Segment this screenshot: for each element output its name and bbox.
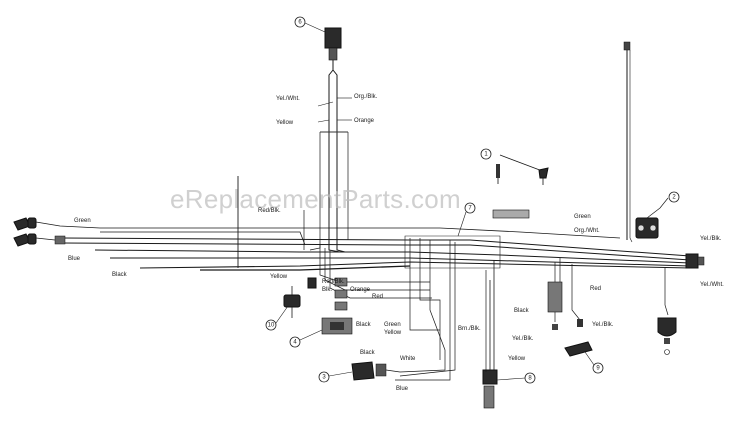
label-green-low: Green bbox=[384, 322, 401, 328]
switch-connector bbox=[307, 277, 317, 289]
plug-3 bbox=[351, 361, 375, 381]
callouts: 6 1 2 7 10 4 3 8 9 bbox=[265, 16, 680, 384]
label-red-blk-mid: Red/Blk. bbox=[322, 279, 345, 285]
terminal-9 bbox=[564, 341, 593, 357]
label-yellow-top: Yellow bbox=[276, 120, 294, 126]
part-black-lead bbox=[547, 281, 563, 313]
label-yel-blk-low: Yel./Blk. bbox=[512, 336, 534, 342]
label-black-low2: Black bbox=[360, 350, 376, 356]
main-harness bbox=[61, 227, 691, 381]
label-green-left: Green bbox=[74, 218, 91, 224]
label-red-mid: Red bbox=[372, 294, 383, 300]
callout-number: 4 bbox=[293, 340, 297, 346]
label-red-right: Red bbox=[590, 286, 601, 292]
label-blue-low: Blue bbox=[396, 386, 409, 392]
label-red-blk-left: Red/Blk. bbox=[258, 208, 281, 214]
label-yellow-low: Yellow bbox=[384, 330, 402, 336]
callout-circle bbox=[480, 148, 492, 160]
label-black-low: Black bbox=[356, 322, 372, 328]
label-blk-mid: Blk. bbox=[322, 287, 332, 293]
right-connector bbox=[685, 253, 705, 269]
callout-circle bbox=[668, 191, 680, 203]
callout-circle bbox=[289, 336, 301, 348]
callout-number: 3 bbox=[322, 375, 326, 381]
label-yellow-low2: Yellow bbox=[508, 356, 526, 362]
top-connector-6 bbox=[324, 27, 342, 49]
label-yel-wht-top: Yel./Wht. bbox=[276, 96, 300, 102]
label-black-right: Black bbox=[514, 308, 530, 314]
mounting-plate bbox=[492, 209, 530, 219]
callout-number: 2 bbox=[672, 195, 676, 201]
callout-circle bbox=[592, 362, 604, 374]
right-plug bbox=[685, 253, 699, 269]
label-yellow-mid: Yellow bbox=[270, 274, 288, 280]
label-yel-blk-lower: Yel./Blk. bbox=[592, 322, 614, 328]
label-yel-blk-right: Yel./Blk. bbox=[700, 236, 722, 242]
label-org-wht-right: Org./Wht. bbox=[574, 228, 600, 234]
lower-components bbox=[237, 154, 677, 409]
label-blue-left: Blue bbox=[68, 256, 81, 262]
label-green-right: Green bbox=[574, 214, 591, 220]
callout-circle bbox=[464, 202, 476, 214]
callout-circle bbox=[265, 319, 277, 331]
seat-switch bbox=[657, 317, 677, 337]
top-bundle bbox=[309, 27, 352, 253]
part-10 bbox=[283, 294, 301, 308]
connector-8 bbox=[482, 369, 498, 385]
label-orange-mid: Orange bbox=[350, 287, 371, 293]
right-vertical-lead bbox=[623, 41, 669, 243]
watermark-text: eReplacementParts.com bbox=[170, 184, 461, 214]
left-headlights bbox=[13, 217, 101, 247]
callout-number: 6 bbox=[298, 20, 302, 26]
label-brn-blk: Brn./Blk. bbox=[458, 326, 481, 332]
callout-circle bbox=[318, 371, 330, 383]
label-yel-wht-right: Yel./Wht. bbox=[700, 282, 724, 288]
label-org-blk-top: Org./Blk. bbox=[354, 94, 378, 100]
callout-number: 7 bbox=[468, 206, 472, 212]
callout-number: 10 bbox=[268, 323, 275, 329]
callout-number: 9 bbox=[596, 366, 600, 372]
label-white-low: White bbox=[400, 356, 416, 362]
label-black-left: Black bbox=[112, 272, 128, 278]
callout-number: 1 bbox=[484, 152, 488, 158]
callout-number: 8 bbox=[528, 376, 532, 382]
wire-labels: Yel./Wht. Org./Blk. Yellow Orange Green … bbox=[68, 94, 724, 392]
callout-circle bbox=[294, 16, 306, 28]
label-orange-top: Orange bbox=[354, 118, 375, 124]
